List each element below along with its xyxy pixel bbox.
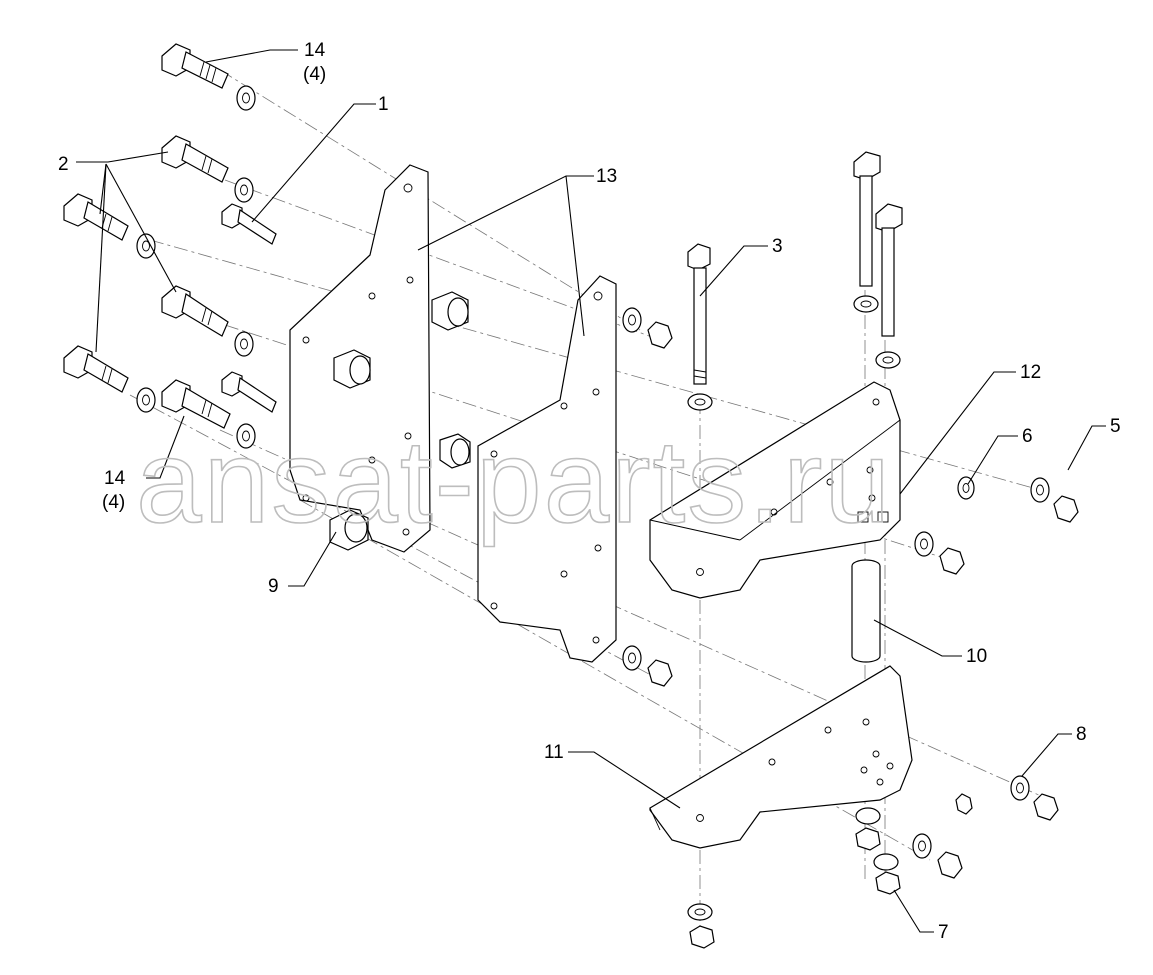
bolt-1 [221,203,277,245]
washer-14-top [236,85,256,111]
callout-1: 1 [378,94,389,115]
callout-5: 5 [1110,416,1121,437]
spacer-middle [333,349,371,389]
washer-5 [1030,477,1050,503]
callout-14-bottom-qty: (4) [102,492,125,513]
callout-6: 6 [1022,426,1033,447]
spacer-9 [329,509,369,551]
nut-plate13-upper [647,321,673,349]
bolt-14-bottom [161,379,231,429]
nut-10-bottom [855,827,881,851]
spacer-upper [431,291,469,331]
washer-6 [957,476,975,500]
washer-8 [1010,775,1030,801]
nut-3-bottom [689,925,715,949]
callout-14-top-qty: (4) [303,64,326,85]
washer-plate13-lower [622,645,642,671]
bolt-long-left [853,151,881,287]
bolt-long-right [875,203,903,337]
nut-8 [1033,793,1059,821]
leader-lines [76,49,1106,933]
callout-9: 9 [268,576,279,597]
callout-10: 10 [966,646,987,667]
plate-13 [477,275,617,663]
callout-12: 12 [1020,362,1041,383]
bolt-2-c [161,285,229,337]
watermark-text: ansat-parts.ru [136,416,892,548]
washer-mid-right [914,531,934,557]
callout-14-top: 14 [304,40,326,61]
bolt-2-b [63,193,129,241]
nut-7 [875,871,901,895]
bracket-12 [649,381,901,599]
callout-7: 7 [938,922,949,943]
callout-3: 3 [772,236,783,257]
callout-8: 8 [1076,724,1087,745]
bolt-2-d [63,345,129,393]
bracket-11 [649,665,913,849]
bolt-2-a [161,135,229,183]
washer-plate13-upper [622,307,642,333]
callout-14-bottom: 14 [104,468,126,489]
washer-3-bottom [687,903,713,921]
spacer-10 [851,559,881,663]
nut-lower-center [955,793,973,815]
callout-11: 11 [544,742,564,763]
nut-mid-right [939,547,965,575]
callout-2: 2 [58,154,69,175]
nut-lower-right [937,851,963,879]
bolt-3 [687,243,711,385]
callout-labels: 14 (4) 1 2 13 3 12 6 5 14 (4) 9 10 11 8 … [58,40,1121,943]
spacer-lower-right [439,433,471,469]
bolt-14-top [161,43,229,89]
bolt-1-lower [221,371,277,413]
washer-3 [687,393,713,411]
nut-plate13-lower [647,659,673,687]
callout-13: 13 [596,166,617,187]
nut-5 [1053,495,1079,523]
